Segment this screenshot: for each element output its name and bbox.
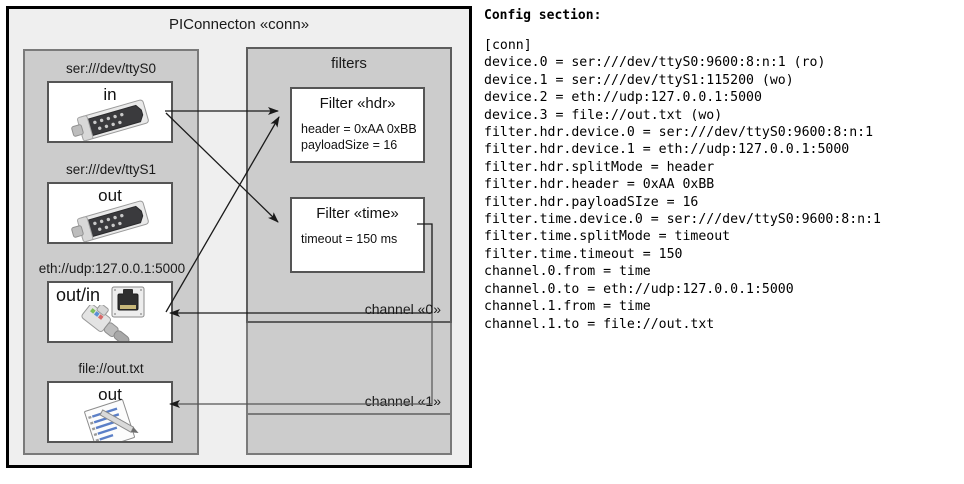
device-2-caption: eth://udp:127.0.0.1:5000 bbox=[38, 261, 186, 276]
connector-component-box: PIConnecton «conn» filters channel «0» c… bbox=[6, 6, 472, 468]
device-0-label: in bbox=[103, 85, 117, 104]
serial-db9-connector-icon bbox=[71, 97, 157, 141]
device-0-node[interactable]: in bbox=[47, 81, 173, 143]
device-1-label: out bbox=[98, 186, 122, 205]
config-section: Config section: [conn] device.0 = ser://… bbox=[484, 8, 954, 333]
device-3-caption: file://out.txt bbox=[78, 361, 144, 376]
device-1-caption: ser:///dev/ttyS1 bbox=[65, 162, 157, 177]
device-3-node[interactable]: out bbox=[47, 381, 173, 443]
text-document-pen-icon bbox=[79, 399, 149, 441]
filter-time-attributes: timeout = 150 ms bbox=[301, 231, 397, 247]
filter-time-node[interactable]: Filter «time» timeout = 150 ms bbox=[290, 197, 425, 273]
device-0-caption: ser:///dev/ttyS0 bbox=[65, 61, 157, 76]
config-section-text: [conn] device.0 = ser:///dev/ttyS0:9600:… bbox=[484, 38, 881, 332]
filter-hdr-title: Filter «hdr» bbox=[319, 95, 396, 112]
device-2-label: out/in bbox=[56, 285, 101, 305]
ethernet-jack-icon bbox=[111, 286, 145, 323]
channel-0-label: channel «0» bbox=[364, 301, 441, 317]
device-1-node[interactable]: out bbox=[47, 182, 173, 244]
channel-1-region: channel «1» bbox=[246, 323, 452, 415]
filter-hdr-attr-payloadsize: payloadSize = 16 bbox=[301, 138, 398, 152]
component-title: PIConnecton «conn» bbox=[168, 16, 310, 33]
device-3-label: out bbox=[98, 385, 122, 404]
filter-time-attr-timeout: timeout = 150 ms bbox=[301, 232, 398, 246]
filter-hdr-attr-header: header = 0xAA 0xBB bbox=[301, 122, 417, 136]
filter-time-title: Filter «time» bbox=[316, 205, 399, 222]
channel-1-label: channel «1» bbox=[364, 393, 441, 409]
filter-hdr-node[interactable]: Filter «hdr» header = 0xAA 0xBB payloadS… bbox=[290, 87, 425, 163]
serial-db9-connector-icon bbox=[71, 198, 157, 242]
config-section-heading: Config section: bbox=[484, 8, 602, 23]
device-2-node[interactable]: out/in bbox=[47, 281, 173, 343]
ethernet-plug-cable-icon bbox=[75, 303, 137, 341]
filters-panel-title: filters bbox=[331, 55, 367, 72]
filter-hdr-attributes: header = 0xAA 0xBB payloadSize = 16 bbox=[301, 121, 417, 153]
